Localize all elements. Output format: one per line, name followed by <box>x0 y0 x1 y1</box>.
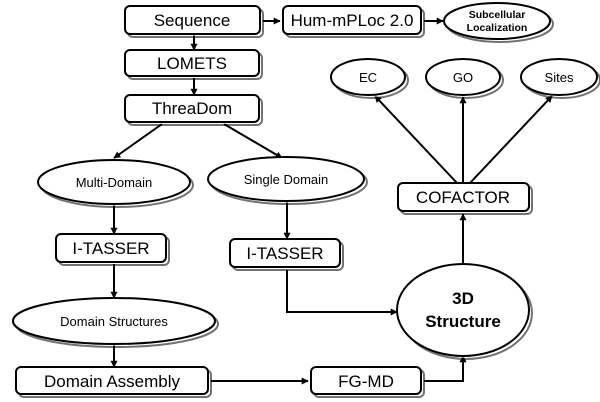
node-3d-structure-label-line2: Structure <box>425 312 501 331</box>
node-lomets-label: LOMETS <box>157 54 227 73</box>
node-sequence-label: Sequence <box>154 11 231 30</box>
edge-itasser-to-3d-structure <box>286 270 398 316</box>
node-single-domain-label: Single Domain <box>244 172 329 187</box>
node-threadom-label: ThreaDom <box>152 99 232 118</box>
edge-threadom-to-multi-domain <box>113 123 163 159</box>
node-domain-assembly-label: Domain Assembly <box>44 372 181 391</box>
edges <box>110 17 553 385</box>
node-itasser-single-label: I-TASSER <box>246 244 323 263</box>
node-hum-mploc-label: Hum-mPLoc 2.0 <box>291 11 414 30</box>
node-domain-assembly: Domain Assembly <box>15 366 212 398</box>
edge-cofactor-to-ec <box>374 95 458 184</box>
node-subcellular-localization: Subcellular Localization <box>443 2 554 43</box>
edge-fg-md-to-3d-structure <box>424 355 467 382</box>
node-subcellular-label-line2: Localization <box>467 22 528 34</box>
node-lomets: LOMETS <box>124 49 263 80</box>
node-ec-label: EC <box>359 70 377 85</box>
node-fg-md-label: FG-MD <box>338 372 394 391</box>
node-multi-domain-label: Multi-Domain <box>76 175 153 190</box>
node-3d-structure-label-line1: 3D <box>452 289 474 308</box>
node-itasser-multi-label: I-TASSER <box>72 239 149 258</box>
edge-threadom-to-single-domain <box>223 123 283 159</box>
node-threadom: ThreaDom <box>124 94 263 126</box>
node-multi-domain: Multi-Domain <box>37 159 194 208</box>
node-domain-structures: Domain Structures <box>12 297 219 348</box>
node-fg-md: FG-MD <box>310 366 425 398</box>
node-3d-structure: 3D Structure <box>396 263 533 360</box>
node-domain-structures-label: Domain Structures <box>60 314 168 329</box>
node-single-domain: Single Domain <box>207 156 368 205</box>
node-cofactor-label: COFACTOR <box>416 188 510 207</box>
node-itasser-multi: I-TASSER <box>55 233 170 266</box>
node-go: GO <box>425 58 504 99</box>
node-sites: Sites <box>520 58 600 99</box>
node-itasser-single: I-TASSER <box>229 238 344 271</box>
node-ec: EC <box>330 58 409 99</box>
node-cofactor: COFACTOR <box>397 182 533 215</box>
node-go-label: GO <box>453 70 473 85</box>
edge-cofactor-to-sites <box>469 95 553 184</box>
node-subcellular-label-line1: Subcellular <box>469 9 526 21</box>
node-sites-label: Sites <box>545 70 574 85</box>
node-hum-mploc: Hum-mPLoc 2.0 <box>282 5 425 38</box>
node-sequence: Sequence <box>124 5 264 38</box>
